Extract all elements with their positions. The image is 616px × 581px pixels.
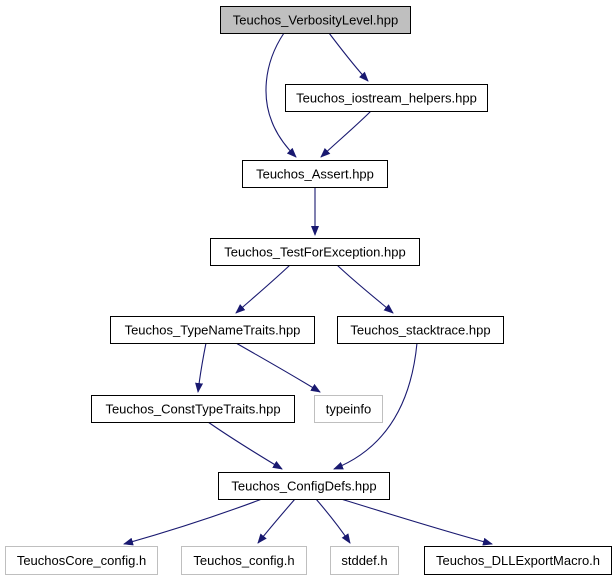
node-configdefs[interactable]: Teuchos_ConfigDefs.hpp: [218, 472, 390, 500]
node-label: Teuchos_iostream_helpers.hpp: [296, 91, 477, 106]
node-stddef: stddef.h: [330, 546, 399, 575]
node-box: [424, 546, 612, 575]
node-label: Teuchos_Assert.hpp: [256, 167, 374, 182]
node-dllexport[interactable]: Teuchos_DLLExportMacro.h: [424, 546, 612, 575]
edge-iostream-to-assert: [320, 110, 372, 158]
node-label: Teuchos_TestForException.hpp: [224, 245, 405, 260]
node-box: [91, 395, 295, 423]
edge-consttypetraits-to-configdefs: [207, 421, 283, 470]
node-label: Teuchos_ConstTypeTraits.hpp: [105, 402, 280, 417]
node-typeinfo: typeinfo: [314, 395, 383, 423]
node-label: typeinfo: [326, 402, 372, 417]
node-label: TeuchosCore_config.h: [17, 553, 146, 568]
edge-configdefs-to-dllexport: [340, 498, 493, 546]
node-teuchoscfg: Teuchos_config.h: [181, 546, 307, 575]
node-box: [110, 316, 315, 344]
edge-typenametraits-to-typeinfo: [235, 342, 321, 393]
node-label: Teuchos_ConfigDefs.hpp: [231, 479, 376, 494]
edge-verbosity-to-assert: [265, 32, 297, 158]
node-box: [5, 546, 158, 575]
node-stacktrace[interactable]: Teuchos_stacktrace.hpp: [337, 316, 504, 344]
node-box: [220, 6, 411, 34]
node-label: stddef.h: [341, 553, 387, 568]
node-box: [330, 546, 399, 575]
edge-configdefs-to-teuchoscfg: [257, 498, 296, 544]
node-label: Teuchos_config.h: [193, 553, 294, 568]
node-box: [218, 472, 390, 500]
edge-stacktrace-to-configdefs: [333, 342, 418, 470]
edges-layer: [123, 32, 493, 546]
node-label: Teuchos_TypeNameTraits.hpp: [125, 323, 301, 338]
node-label: Teuchos_VerbosityLevel.hpp: [233, 13, 399, 28]
node-box: [314, 395, 383, 423]
node-iostream[interactable]: Teuchos_iostream_helpers.hpp: [285, 84, 488, 112]
edge-configdefs-to-corecfg: [123, 498, 263, 546]
edge-typenametraits-to-consttypetraits: [195, 342, 207, 393]
edge-verbosity-to-iostream: [328, 32, 369, 82]
edge-configdefs-to-stddef: [315, 498, 351, 544]
node-box: [181, 546, 307, 575]
node-verbosity[interactable]: Teuchos_VerbosityLevel.hpp: [220, 6, 411, 34]
node-box: [242, 160, 388, 188]
node-box: [210, 238, 420, 266]
node-consttypetraits[interactable]: Teuchos_ConstTypeTraits.hpp: [91, 395, 295, 423]
edge-testforexc-to-stacktrace: [336, 264, 394, 314]
node-corecfg: TeuchosCore_config.h: [5, 546, 158, 575]
edge-testforexc-to-typenametraits: [235, 264, 291, 314]
node-box: [285, 84, 488, 112]
node-assert[interactable]: Teuchos_Assert.hpp: [242, 160, 388, 188]
nodes-layer: Teuchos_VerbosityLevel.hppTeuchos_iostre…: [5, 6, 612, 575]
node-testforexc[interactable]: Teuchos_TestForException.hpp: [210, 238, 420, 266]
node-box: [337, 316, 504, 344]
node-label: Teuchos_stacktrace.hpp: [350, 323, 490, 338]
node-label: Teuchos_DLLExportMacro.h: [436, 553, 600, 568]
node-typenametraits[interactable]: Teuchos_TypeNameTraits.hpp: [110, 316, 315, 344]
